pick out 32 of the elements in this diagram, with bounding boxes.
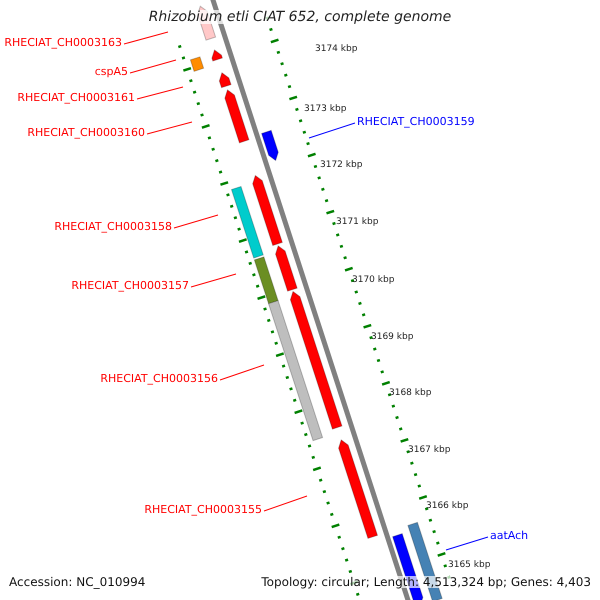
gene-label: cspA5: [94, 66, 128, 77]
tick-label: 3167 kbp: [408, 446, 450, 455]
tick-label: 3174 kbp: [315, 45, 358, 54]
gene-label: RHECIAT_CH0003163: [4, 37, 122, 48]
leader-line: [220, 364, 264, 380]
leader-line: [130, 60, 176, 74]
leader-line: [136, 86, 184, 100]
leader-line: [190, 274, 236, 288]
gene-label: RHECIAT_CH0003160: [27, 127, 145, 138]
gene-label: RHECIAT_CH0003156: [100, 373, 218, 384]
gene-label: RHECIAT_CH0003159: [357, 116, 475, 127]
tick-label: 3169 kbp: [371, 333, 414, 342]
tick-label: 3173 kbp: [304, 105, 346, 114]
leader-line: [146, 122, 192, 134]
leader-line: [446, 536, 488, 550]
accession-note: Accession: NC_010994: [9, 576, 146, 588]
gene-label: RHECIAT_CH0003155: [144, 504, 262, 515]
gene-label: RHECIAT_CH0003157: [71, 280, 189, 291]
leader-line: [264, 496, 308, 512]
tick-label: 3168 kbp: [389, 389, 432, 398]
tick-label: 3165 kbp: [448, 561, 490, 570]
leader-line: [308, 122, 356, 138]
leader-line: [124, 32, 168, 44]
tick-label: 3171 kbp: [336, 218, 378, 227]
tick-label: 3166 kbp: [426, 502, 468, 511]
tick-label: 3172 kbp: [320, 161, 362, 170]
genome-summary: Topology: circular; Length: 4,513,324 bp; Genes: 4,403: [261, 576, 591, 588]
leader-line: [174, 214, 218, 228]
gene-label: RHECIAT_CH0003158: [54, 221, 172, 232]
tick-label: 3170 kbp: [352, 276, 394, 285]
gene-label: RHECIAT_CH0003161: [17, 92, 135, 103]
gene-label: aatAch: [490, 530, 528, 541]
